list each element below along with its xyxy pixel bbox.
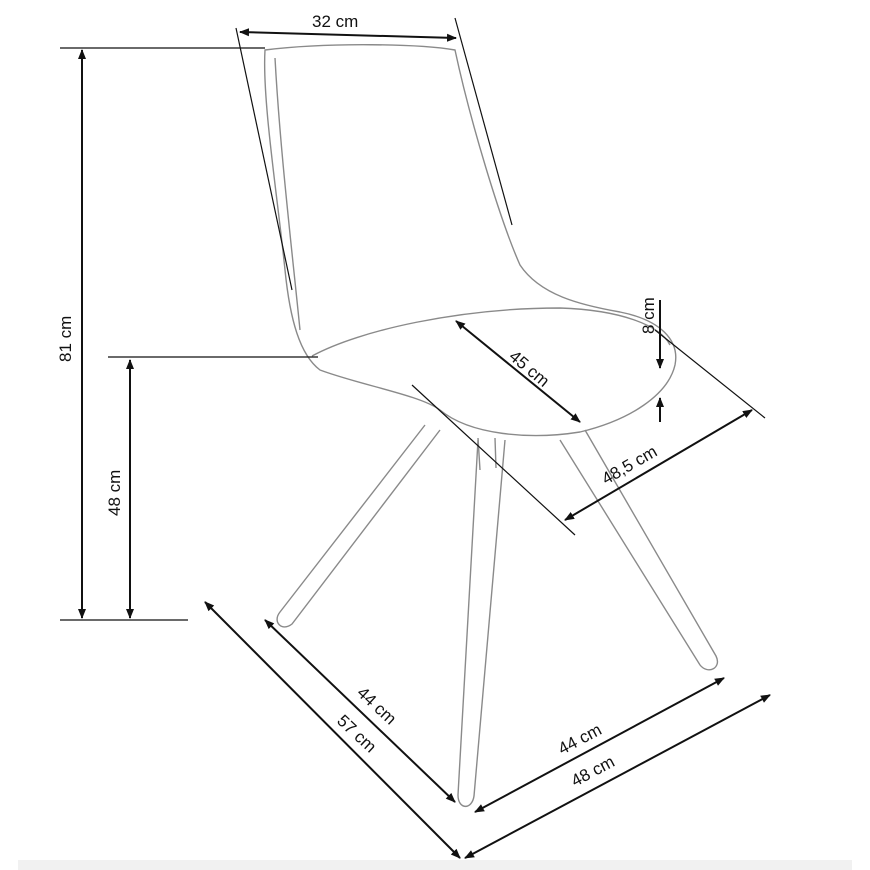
label-leg-width: 44 cm [555,720,605,759]
arrow-overall-width [464,694,771,859]
arrow-overall-depth [204,601,461,859]
label-overall-depth: 57 cm [333,711,380,756]
label-leg-depth: 44 cm [353,683,400,728]
chair-legs [276,424,719,808]
arrow-seat-width [564,409,753,521]
chair-backrest [263,44,677,437]
chair-seat-edge [311,307,671,357]
label-total-height: 81 cm [56,316,75,362]
bottom-strip [18,860,852,870]
chair-outline [263,44,719,808]
dimension-arrows [78,28,771,859]
arrow-leg-width [474,677,725,813]
arrow-leg-depth [264,619,456,803]
label-seat-depth: 45 cm [505,347,553,391]
arrow-seat-depth [455,320,581,423]
label-back-width: 32 cm [312,12,358,31]
label-seat-height: 48 cm [105,470,124,516]
label-seat-thickness: 8 cm [639,297,658,334]
dimension-labels: 32 cm 81 cm 48 cm 45 cm 8 cm 48,5 cm 44 … [56,12,660,791]
chair-shell-inner [274,57,301,331]
extension-lines [60,17,766,621]
arrow-back-width [239,28,457,42]
